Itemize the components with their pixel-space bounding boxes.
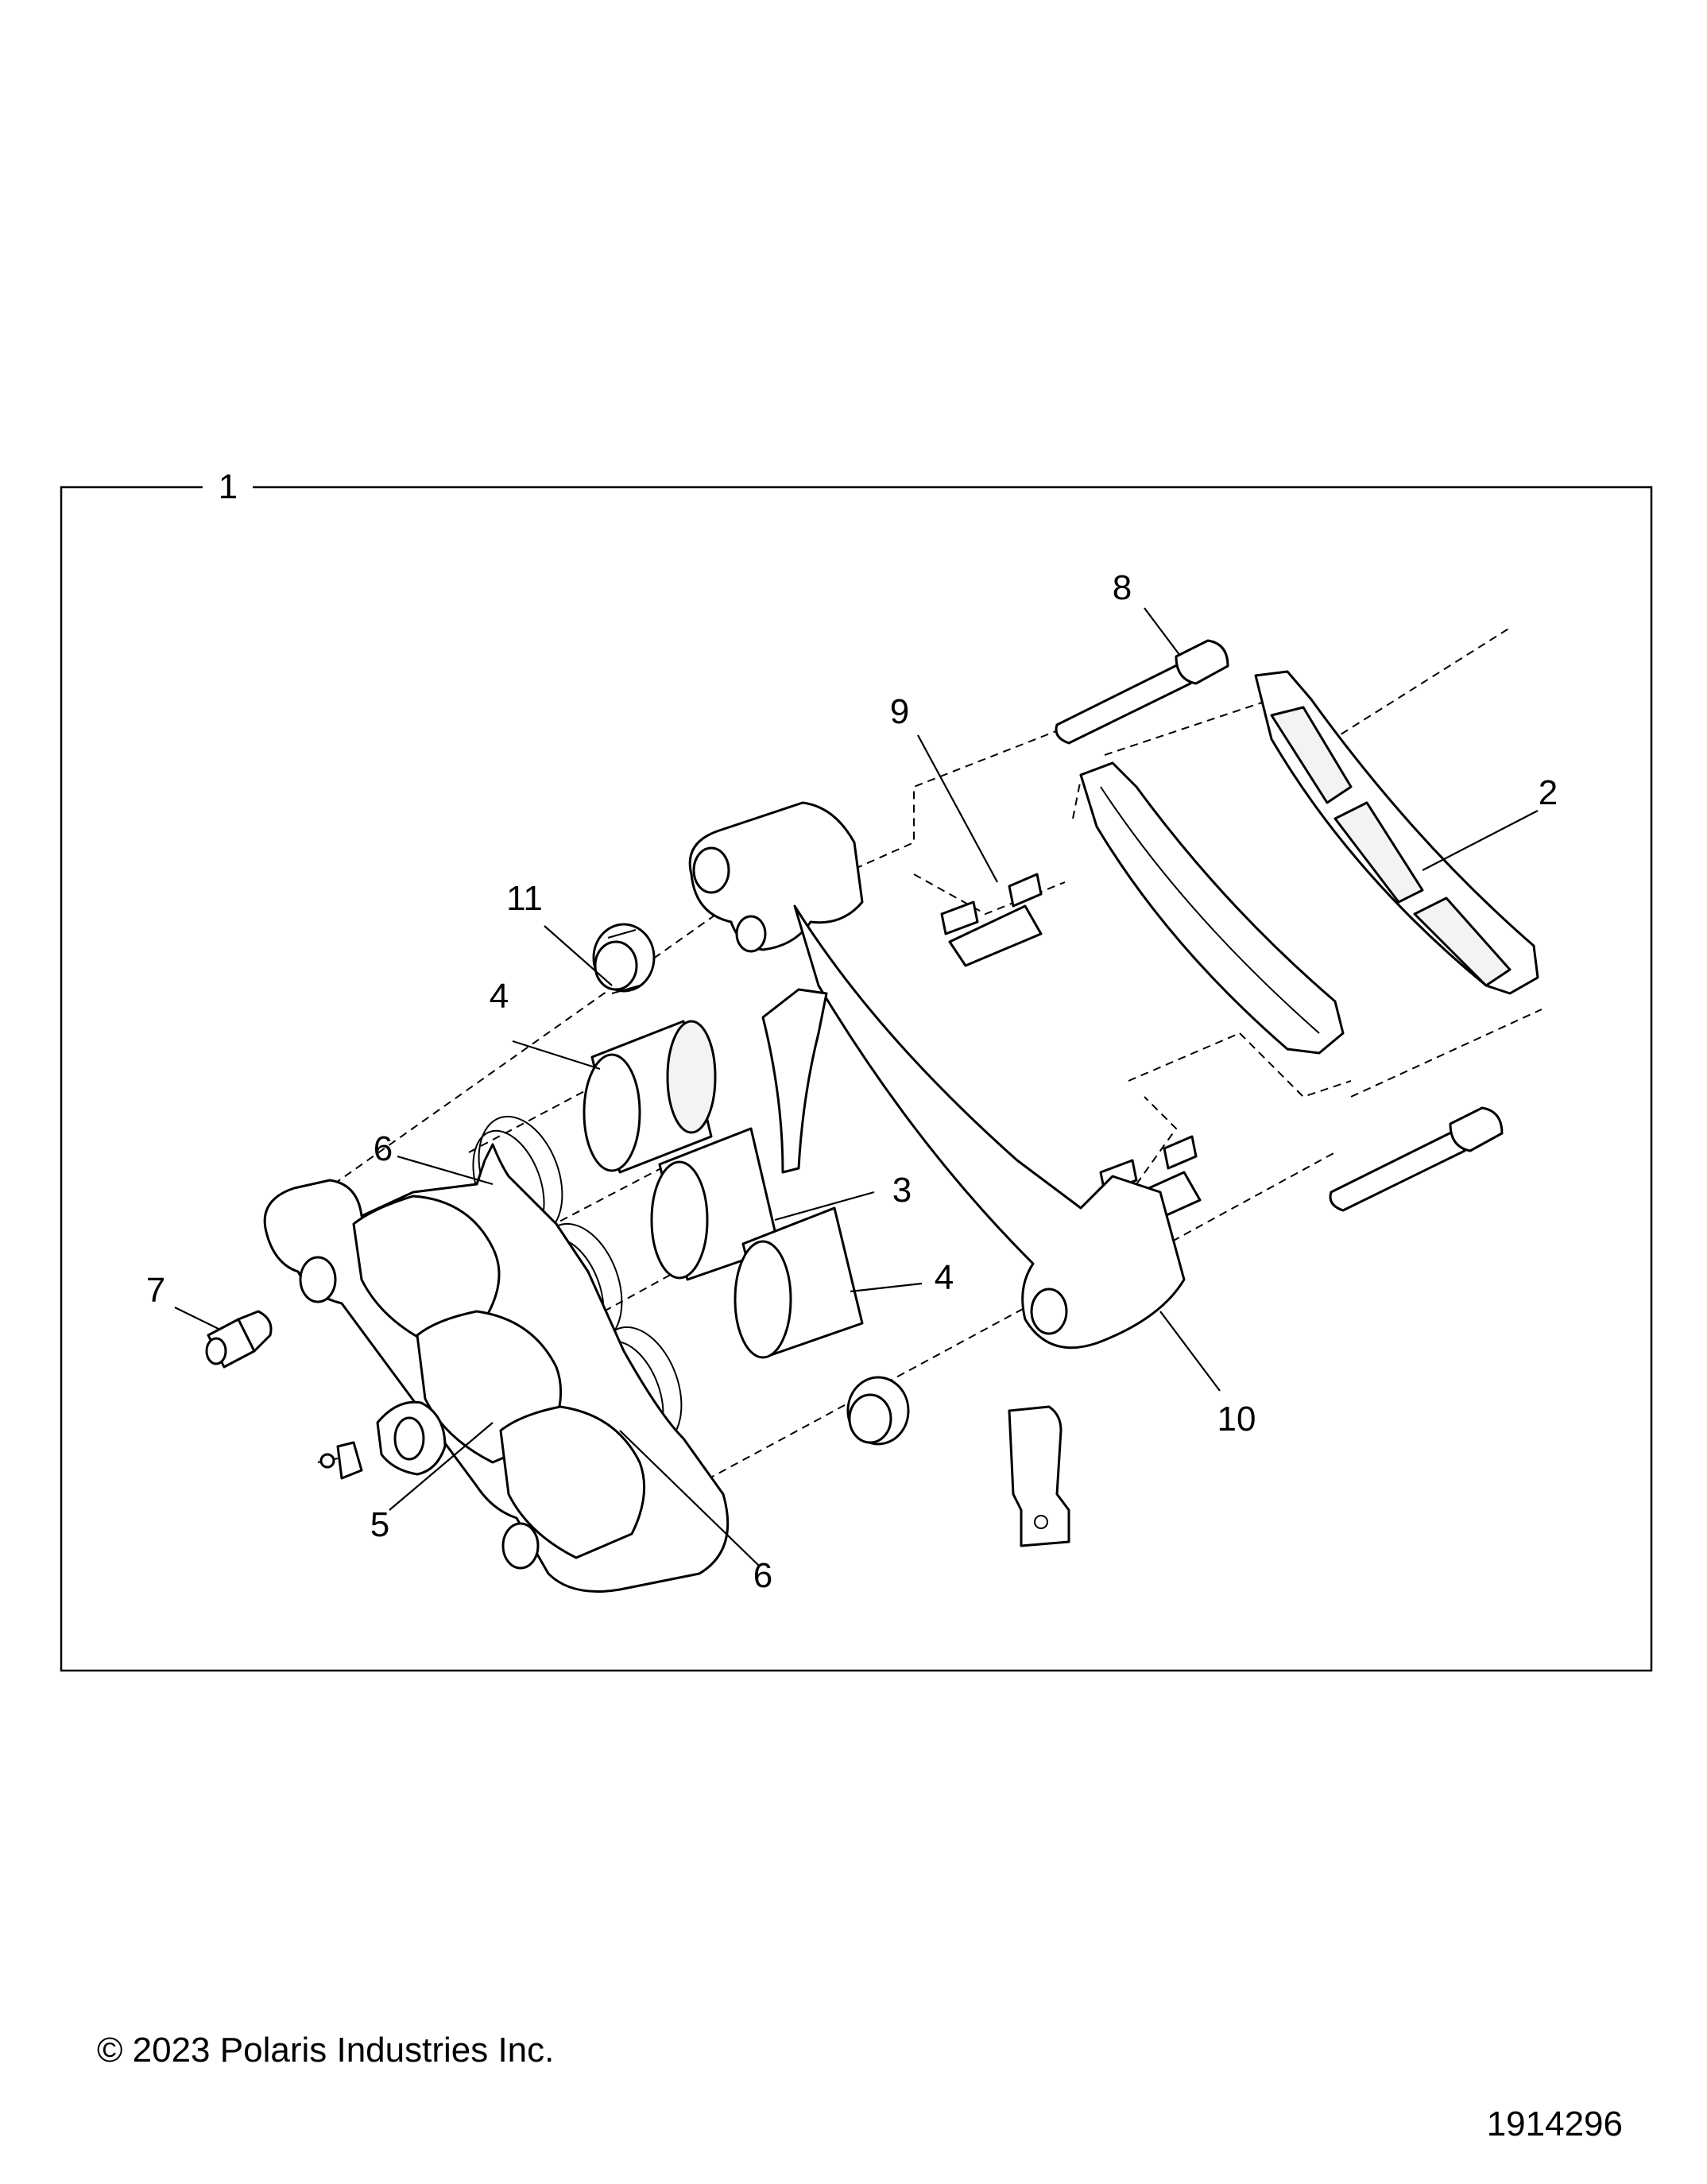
leader-lines bbox=[174, 607, 1539, 1566]
brake-pad-outer bbox=[1254, 670, 1539, 995]
callout-bleeder: 7 bbox=[146, 1271, 165, 1310]
callout-piston-upper: 4 bbox=[490, 977, 509, 1016]
pin-lower bbox=[1329, 1106, 1504, 1212]
callout-piston-middle: 3 bbox=[892, 1171, 912, 1210]
brake-pad-inner bbox=[1079, 761, 1345, 1055]
pad-clip-upper bbox=[940, 873, 1043, 967]
bleeder-cap bbox=[317, 1441, 363, 1480]
bridge-seal-upper bbox=[592, 923, 656, 994]
anti-rattle-tab bbox=[761, 988, 828, 1174]
callouts: 1 2 3 4 4 5 6 6 7 8 9 10 11 bbox=[146, 467, 1558, 1595]
bridge-seal-lower bbox=[846, 1376, 910, 1446]
piston-upper bbox=[583, 1020, 717, 1174]
callout-pad: 2 bbox=[1539, 773, 1558, 812]
copyright-notice: © 2023 Polaris Industries Inc. bbox=[97, 2031, 555, 2070]
caliper-housing bbox=[263, 1143, 730, 1593]
pin-upper bbox=[1055, 639, 1229, 745]
callout-piston-lower: 4 bbox=[935, 1258, 954, 1297]
callout-assembly: 1 bbox=[219, 467, 238, 506]
callout-bleeder-cap: 5 bbox=[370, 1505, 389, 1544]
callout-bridge-seal: 11 bbox=[506, 879, 543, 918]
callout-seal-upper: 6 bbox=[374, 1129, 393, 1168]
shim-plate bbox=[1008, 1405, 1070, 1547]
bleeder-screw bbox=[205, 1310, 273, 1369]
callout-clip: 9 bbox=[890, 692, 909, 731]
callout-pin: 8 bbox=[1113, 568, 1132, 607]
drawing-number: 1914296 bbox=[1486, 2105, 1623, 2143]
piston-lower bbox=[734, 1206, 864, 1359]
callout-seal-lower: 6 bbox=[753, 1556, 772, 1595]
callout-bridge: 10 bbox=[1217, 1400, 1256, 1439]
caliper-bridge bbox=[688, 801, 1186, 1350]
assembly-frame bbox=[60, 486, 1653, 1672]
